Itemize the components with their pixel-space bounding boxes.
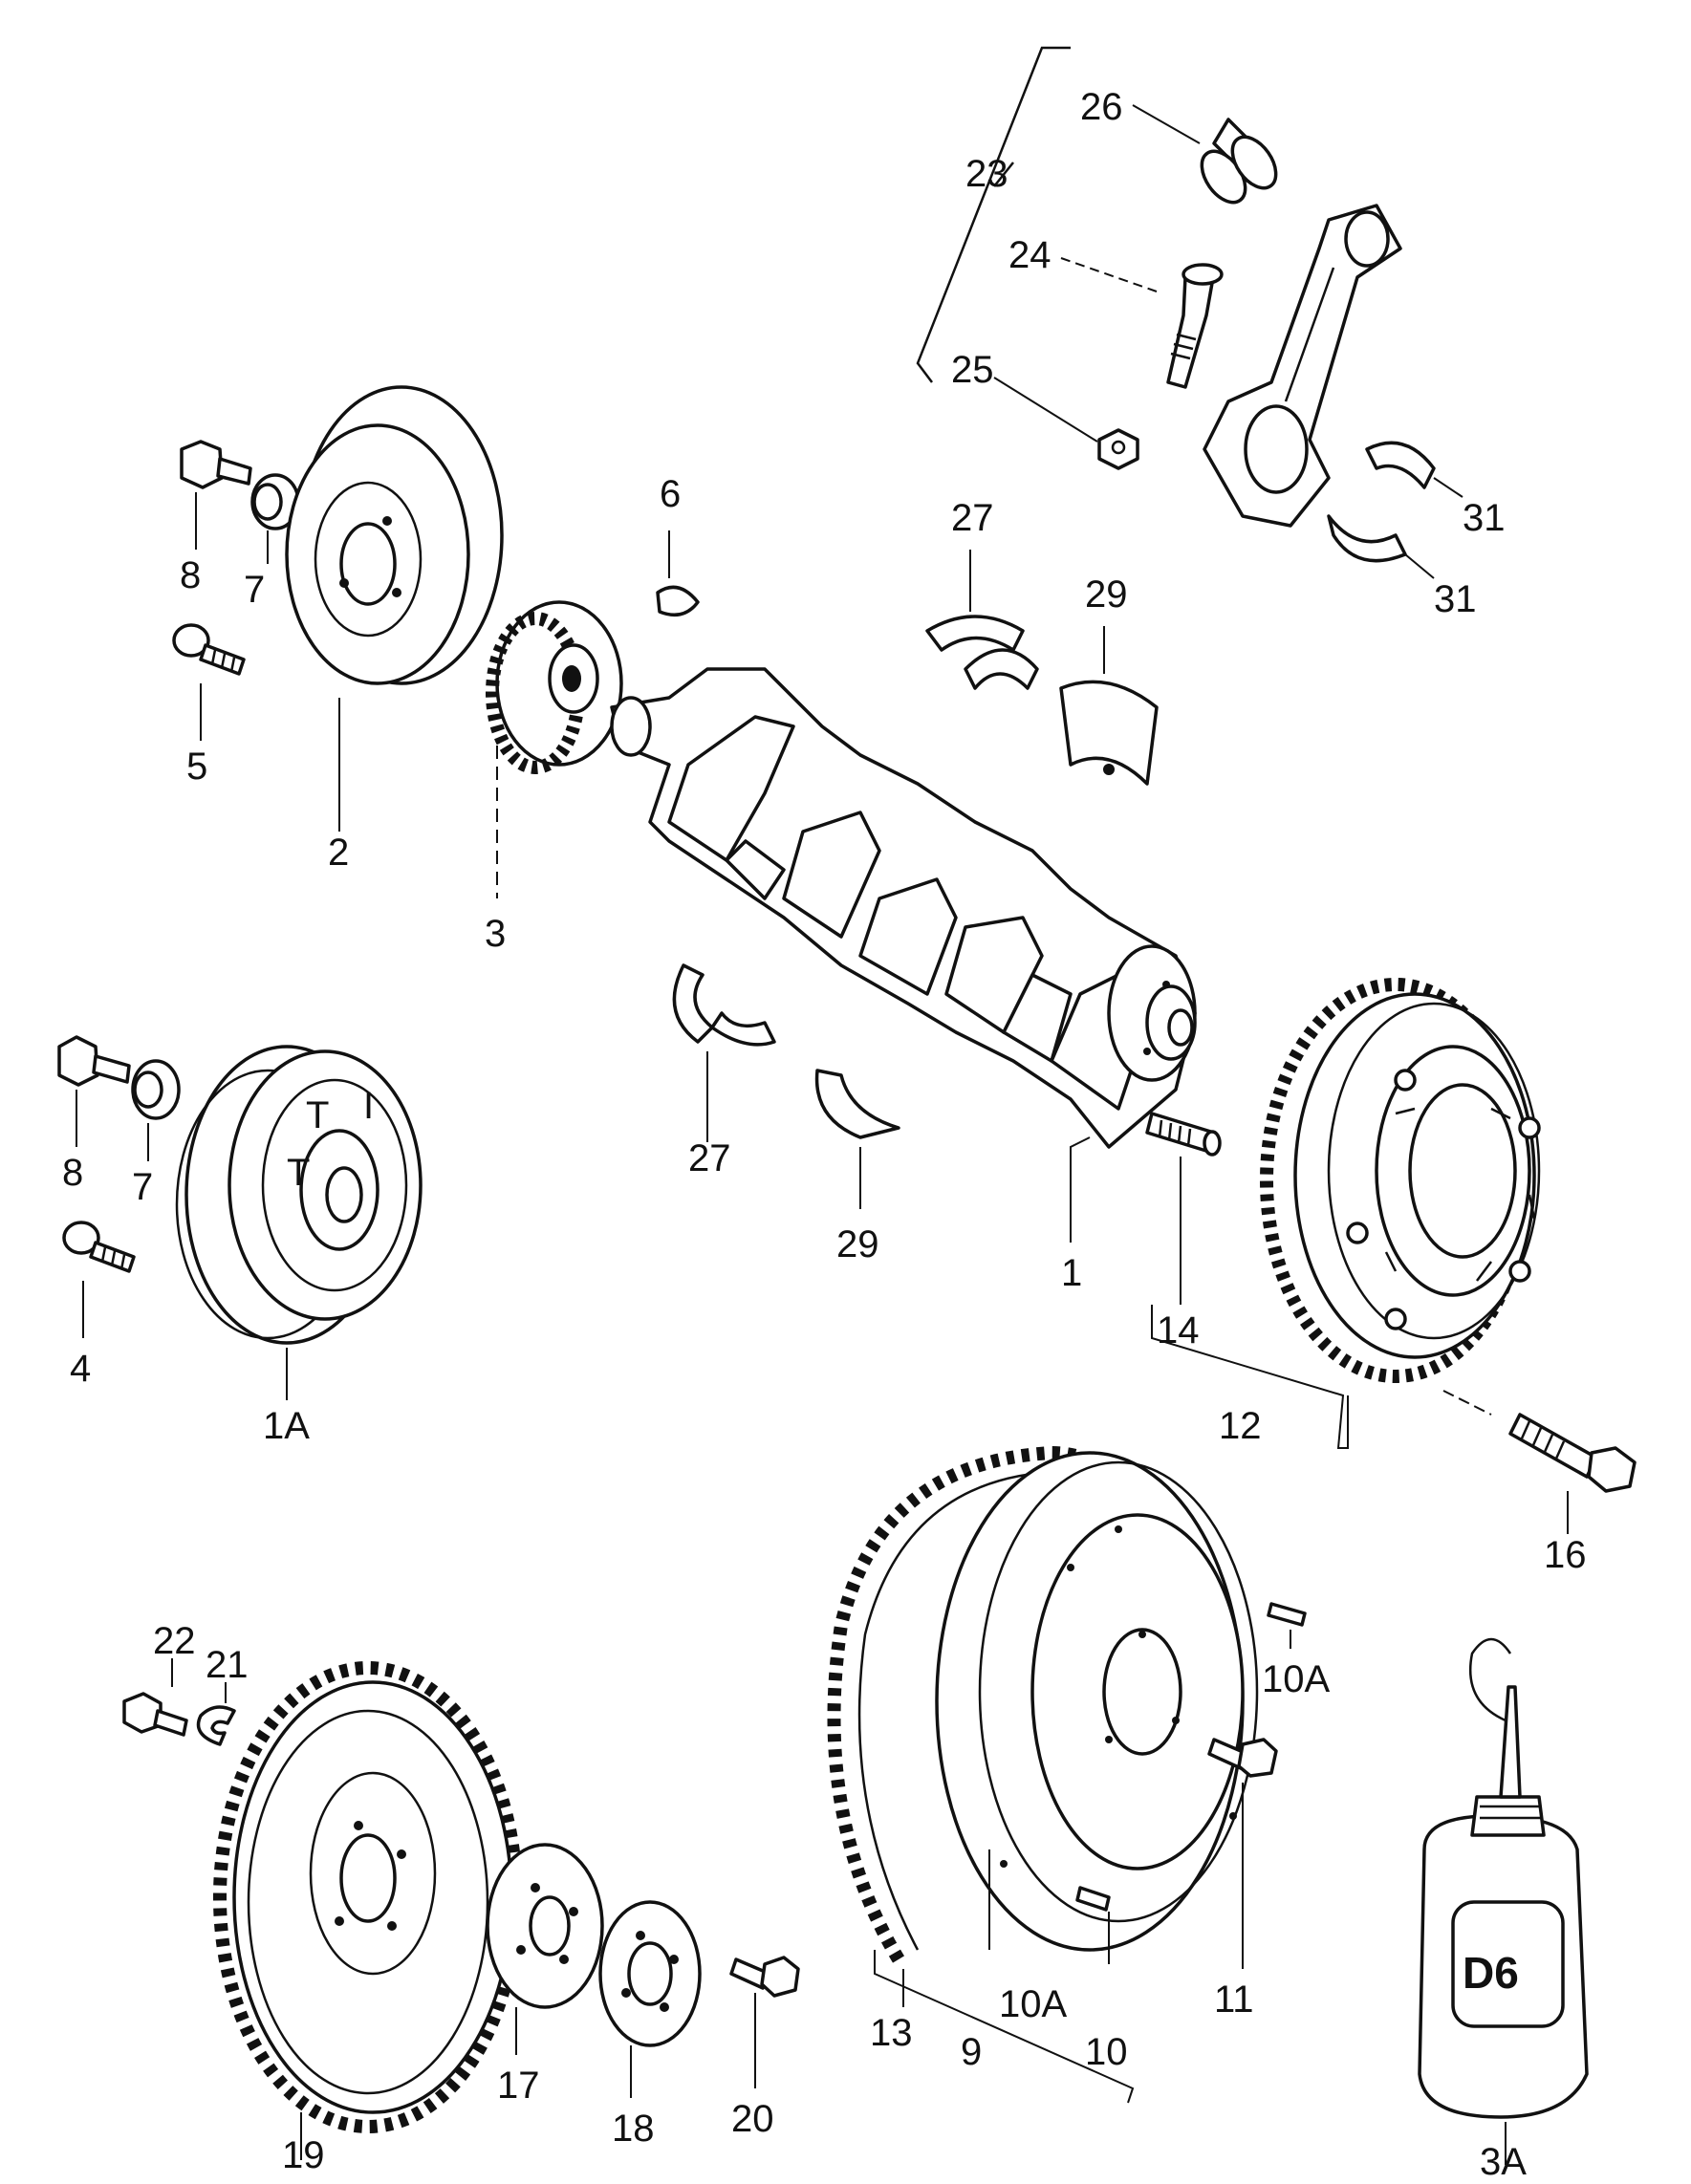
lockwasher-21	[196, 1705, 236, 1746]
callout-27b: 27	[688, 1137, 731, 1179]
lead-1	[1070, 1136, 1091, 1243]
callout-19: 19	[282, 2134, 325, 2176]
lead-31a	[1433, 477, 1463, 498]
crankshaft-1	[610, 667, 1197, 1149]
callout-18: 18	[612, 2108, 655, 2150]
dowel-10	[1075, 1886, 1111, 1912]
callout-7b: 7	[132, 1166, 153, 1208]
callout-4: 4	[70, 1348, 91, 1390]
sealant-bottle-3A: D6	[1418, 1637, 1589, 2119]
callout-27a: 27	[951, 497, 994, 539]
pulley-2	[285, 385, 504, 685]
rod-bearing-shell-31-lower	[1327, 514, 1407, 563]
main-bearing-27-lower	[672, 963, 776, 1047]
dowel-10A-top	[1267, 1602, 1307, 1627]
callout-5: 5	[186, 746, 207, 788]
callout-11: 11	[1214, 1979, 1254, 2021]
callout-3A: 3A	[1480, 2141, 1527, 2183]
lead-25	[993, 377, 1098, 443]
callout-8a: 8	[180, 554, 201, 596]
rod-bolt-24	[1166, 263, 1224, 389]
callout-21: 21	[206, 1644, 249, 1686]
callout-31b: 31	[1434, 578, 1477, 620]
lead-26	[1132, 104, 1201, 144]
bushing-26	[1200, 118, 1278, 205]
main-bearing-29-upper	[1059, 680, 1159, 786]
bolt-8-upper	[180, 440, 252, 489]
lead-16-dash	[1442, 1390, 1492, 1416]
callout-10: 10	[1085, 2031, 1128, 2073]
lead-31b	[1404, 553, 1435, 579]
callout-labels: 26 23 24 25 31 31 6 27 29 8 7 5 2 3 27 2…	[62, 86, 1587, 2183]
callout-29a: 29	[1085, 573, 1128, 616]
callout-25: 25	[951, 349, 994, 391]
bracket-23-tick	[993, 162, 1014, 187]
bolt-16	[1508, 1413, 1637, 1493]
callout-24: 24	[1008, 234, 1051, 276]
svg-text:T: T	[287, 1152, 310, 1194]
shim-18	[598, 1900, 702, 2047]
key-6	[656, 585, 700, 617]
connecting-rod-23	[1203, 204, 1402, 528]
main-bearing-29-lower	[814, 1069, 900, 1139]
washer-7-lower	[131, 1059, 181, 1120]
callout-10A-top: 10A	[1262, 1658, 1330, 1700]
washer-7-upper	[250, 473, 300, 530]
svg-text:T: T	[306, 1094, 329, 1136]
plate-17	[486, 1843, 604, 2009]
bolt-20	[729, 1956, 800, 1998]
connecting-rod-assembly	[916, 46, 1463, 579]
callout-6: 6	[660, 473, 681, 515]
callout-3: 3	[485, 913, 506, 955]
bolt-5	[172, 623, 246, 676]
callout-13: 13	[870, 2012, 913, 2054]
pulley-1A: T T I	[175, 1045, 423, 1345]
drive-plate-12	[1260, 978, 1541, 1383]
lead-24	[1060, 257, 1158, 292]
lower-pulley-group: T T I	[57, 1035, 423, 1400]
bolt-22	[122, 1692, 188, 1737]
callout-8b: 8	[62, 1152, 83, 1194]
flywheel-9	[827, 1445, 1259, 1963]
callout-1A: 1A	[263, 1405, 310, 1447]
callout-29b: 29	[836, 1223, 879, 1265]
callout-14: 14	[1157, 1309, 1200, 1351]
callout-16: 16	[1544, 1534, 1587, 1576]
callout-17: 17	[497, 2065, 540, 2107]
bottle-label-text: D6	[1463, 1948, 1519, 1998]
dowel-pin-14	[1145, 1112, 1222, 1157]
callout-1: 1	[1061, 1252, 1082, 1294]
callout-10A-bot: 10A	[999, 1983, 1067, 2025]
bolt-4	[62, 1221, 136, 1273]
rod-bearing-shell-31-upper	[1365, 441, 1436, 489]
bolt-11	[1207, 1738, 1278, 1778]
bolt-8-lower	[57, 1035, 131, 1087]
callout-9: 9	[961, 2031, 982, 2073]
callout-12: 12	[1219, 1405, 1262, 1447]
svg-text:I: I	[363, 1085, 374, 1127]
callout-7a: 7	[244, 569, 265, 611]
callout-26: 26	[1080, 86, 1123, 128]
callout-23: 23	[965, 153, 1008, 195]
callout-31a: 31	[1463, 497, 1506, 539]
callout-20: 20	[731, 2098, 774, 2140]
sprocket-3	[486, 600, 623, 774]
main-bearing-27-upper	[925, 615, 1039, 690]
drive-plate-19	[213, 1661, 523, 2133]
upper-pulley-group	[172, 385, 700, 898]
bracket-23	[916, 46, 1071, 383]
bracket-9	[874, 1950, 1135, 2104]
rod-nut-25	[1097, 428, 1139, 470]
callout-22: 22	[153, 1620, 196, 1662]
callout-2: 2	[328, 832, 349, 874]
bracket-12	[1151, 1305, 1349, 1449]
